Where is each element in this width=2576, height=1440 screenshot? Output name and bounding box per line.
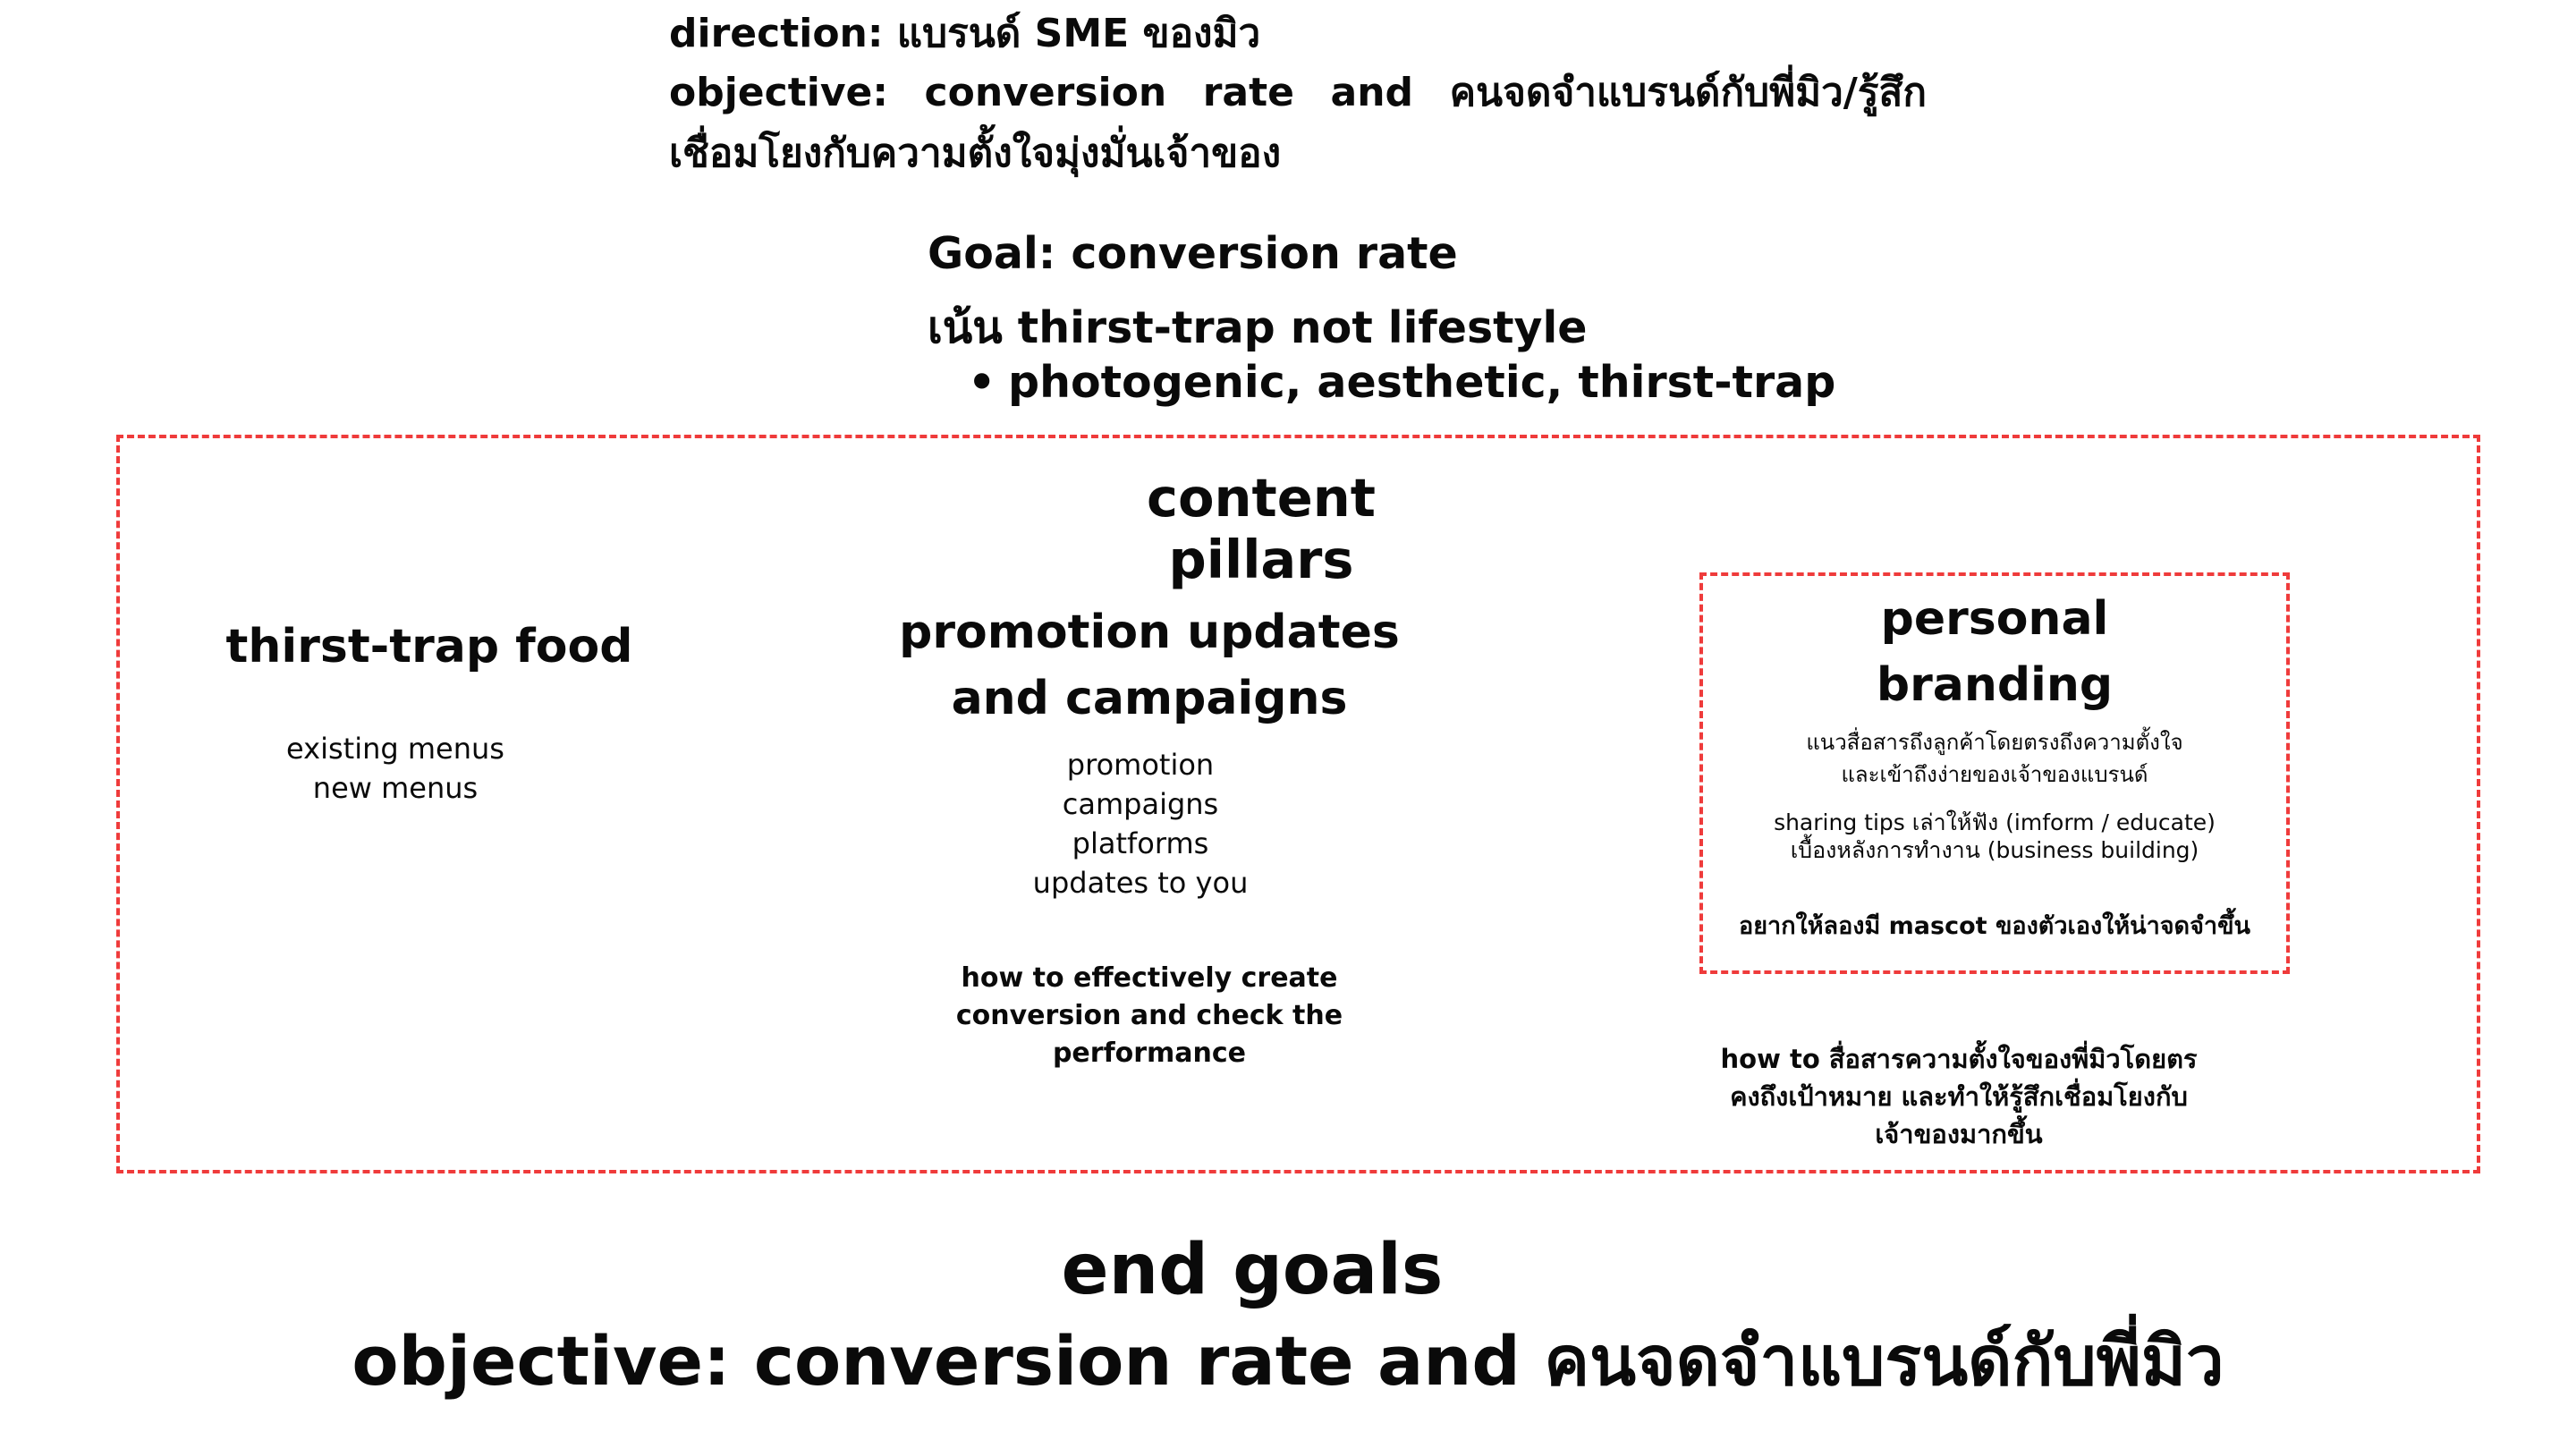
pillar-title-line: branding xyxy=(1876,658,2114,712)
pillar-item: campaigns xyxy=(1062,787,1219,821)
content-pillars-title: content pillars xyxy=(1147,467,1376,590)
pillar-desc-line: แนวสื่อสารถึงลูกค้าโดยตรงถึงความตั้งใจ xyxy=(1806,730,2183,755)
pillar-item: platforms xyxy=(1072,826,1209,860)
goal-bullet-text: photogenic, aesthetic, thirst-trap xyxy=(1008,357,1836,408)
pillar-thirst-trap-food-title: thirst-trap food xyxy=(206,620,653,673)
pillar-promotion-note: how to effectively create conversion and… xyxy=(948,960,1351,1072)
objective-line-1: objective: conversion rate and คนจดจำแบร… xyxy=(669,70,1927,115)
bullet-icon: • xyxy=(968,357,996,408)
pillar-title-line: thirst-trap food xyxy=(225,620,633,673)
pillar-personal-branding-tips: sharing tips เล่าให้ฟัง (imform / educat… xyxy=(1726,809,2263,864)
end-goals-title: end goals xyxy=(1061,1230,1444,1310)
goal-text: Goal: conversion rate xyxy=(928,228,1458,279)
pillar-note-line: how to effectively create xyxy=(961,962,1338,994)
pillar-thirst-trap-food-items: existing menus new menus xyxy=(216,729,574,808)
pillar-promotion-items: promotion campaigns platforms updates to… xyxy=(962,745,1319,902)
pillar-personal-branding-desc: แนวสื่อสารถึงลูกค้าโดยตรงถึงความตั้งใจ แ… xyxy=(1726,726,2263,791)
pillar-note-line: performance xyxy=(1052,1038,1247,1069)
pillar-note-line: conversion and check the xyxy=(955,1000,1343,1031)
pillar-tips-line: sharing tips เล่าให้ฟัง (imform / educat… xyxy=(1774,809,2216,835)
pillar-promotion-title: promotion updates and campaigns xyxy=(894,599,1404,732)
pillar-desc-line: และเข้าถึงง่ายของเจ้าของแบรนด์ xyxy=(1841,762,2148,787)
objective-line-2: เชื่อมโยงกับความตั้งใจมุ่งมั่นเจ้าของ xyxy=(669,131,1282,176)
pillar-personal-branding-title: personal branding xyxy=(1735,586,2254,718)
pillar-title-line: promotion updates xyxy=(899,606,1400,659)
direction-text: direction: แบรนด์ SME ของมิว xyxy=(669,11,1261,56)
content-pillars-frame xyxy=(116,435,2480,1173)
pillar-item: new menus xyxy=(312,771,479,805)
pillar-note-line: เจ้าของมากขึ้น xyxy=(1875,1119,2043,1149)
pillar-item: existing menus xyxy=(286,732,504,766)
pillar-note-line: คงถึงเป้าหมาย และทำให้รู้สึกเชื่อมโยงกับ xyxy=(1730,1081,2188,1112)
pillar-note-line: how to สื่อสารความตั้งใจของพี่มิวโดยตร xyxy=(1720,1044,2198,1074)
focus-text: เน้น thirst-trap not lifestyle xyxy=(928,302,1588,353)
pillar-personal-branding-note: how to สื่อสารความตั้งใจของพี่มิวโดยตร ค… xyxy=(1682,1040,2236,1153)
goal-bullet: •photogenic, aesthetic, thirst-trap xyxy=(968,357,1835,408)
pillar-title-line: and campaigns xyxy=(951,672,1348,725)
pillar-title-line: personal xyxy=(1880,592,2109,646)
pillar-item: promotion xyxy=(1066,748,1215,782)
pillar-personal-branding-mascot: อยากให้ลองมี mascot ของตัวเองให้น่าจดจำข… xyxy=(1739,912,2250,940)
pillar-item: updates to you xyxy=(1032,866,1249,900)
end-goals-objective: objective: conversion rate and คนจดจำแบร… xyxy=(352,1321,2224,1401)
personal-branding-frame xyxy=(1699,572,2290,974)
pillar-tips-line: เบื้องหลังการทำงาน (business building) xyxy=(1790,837,2199,863)
